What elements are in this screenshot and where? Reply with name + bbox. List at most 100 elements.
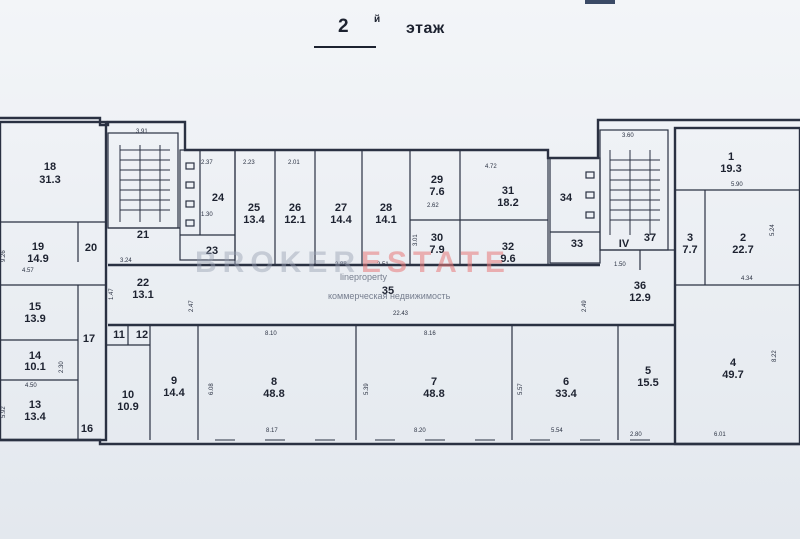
room-8-area: 48.8 [263, 388, 285, 400]
dimension-label: 5.57 [518, 383, 524, 395]
dimension-label: 5.54 [551, 428, 563, 434]
floor-underline [314, 46, 376, 48]
floor-number: 2 [338, 16, 349, 37]
right-stair-treads [609, 150, 660, 235]
room-29-area: 7.6 [429, 186, 445, 198]
dimension-label: 22.43 [393, 311, 409, 317]
dimension-label: 2.62 [427, 203, 439, 209]
dimension-label: 5.92 [1, 406, 7, 418]
room-24-number: 24 [211, 192, 225, 204]
room-15-number: 15 [28, 301, 42, 313]
room-27-number: 27 [334, 202, 348, 214]
dimension-label: 3.01 [413, 234, 419, 246]
room-16-number: 16 [80, 423, 94, 435]
dimension-label: 8.10 [265, 331, 277, 337]
room-30-area: 7.9 [429, 244, 445, 256]
dimension-label: 2.01 [288, 160, 300, 166]
dimension-label: 4.50 [25, 383, 37, 389]
dimension-label: 8.17 [266, 428, 278, 434]
room-5-number: 5 [644, 365, 652, 377]
wc-block-left [179, 149, 236, 261]
room-19-number: 19 [31, 241, 45, 253]
dimension-label: 8.20 [414, 428, 426, 434]
room-2-area: 22.7 [732, 244, 754, 256]
room-IV-number: IV [618, 238, 630, 250]
room-33-number: 33 [570, 238, 584, 250]
room-5-area: 15.5 [637, 377, 659, 389]
outer-wall [0, 116, 800, 160]
dimension-label: 5.90 [731, 182, 743, 188]
room-35-number: 35 [381, 285, 395, 297]
room-26-number: 26 [288, 202, 302, 214]
dimension-label: 6.08 [209, 383, 215, 395]
watermark-brand-a: BROKER [195, 246, 362, 279]
dimension-label: 8.16 [424, 331, 436, 337]
room-3-number: 3 [686, 232, 694, 244]
room-31-number: 31 [501, 185, 515, 197]
dimension-label: 4.57 [22, 268, 34, 274]
floor-suffix: й [374, 14, 381, 25]
right-block-outline [673, 126, 800, 446]
dimension-label: 5.39 [364, 383, 370, 395]
room-22-number: 22 [136, 277, 150, 289]
dimension-label: 3.24 [120, 258, 132, 264]
room-6-area: 33.4 [555, 388, 577, 400]
room-20-number: 20 [84, 242, 98, 254]
dimension-label: 1.30 [201, 212, 213, 218]
room-19-area: 14.9 [27, 253, 49, 265]
dimension-label: 2.51 [377, 262, 389, 268]
room-18-area: 31.3 [39, 174, 61, 186]
room-1-number: 1 [727, 151, 735, 163]
room-26-area: 12.1 [284, 214, 306, 226]
dimension-label: 2.47 [189, 300, 195, 312]
dimension-label: 2.37 [201, 160, 213, 166]
room-15-area: 13.9 [24, 313, 46, 325]
room-10-area: 10.9 [117, 401, 139, 413]
room-30-number: 30 [430, 232, 444, 244]
room-29-number: 29 [430, 174, 444, 186]
room-9-number: 9 [170, 375, 178, 387]
watermark-tagline: коммерческая недвижимость [328, 291, 451, 301]
dimension-label: 2.80 [630, 432, 642, 438]
dimension-label: 4.34 [741, 276, 753, 282]
room-36-area: 12.9 [629, 292, 651, 304]
floor-word: этаж [406, 20, 445, 37]
room-11-number: 11 [113, 329, 125, 341]
dimension-label: 6.01 [714, 432, 726, 438]
room-32-area: 9.6 [500, 253, 516, 265]
room-34-number: 34 [559, 192, 573, 204]
room-12-number: 12 [135, 329, 149, 341]
dimension-label: 8.22 [772, 350, 778, 362]
room-7-number: 7 [430, 376, 438, 388]
watermark-brand-b: ESTATE [361, 246, 511, 279]
dimension-label: 1.47 [109, 288, 115, 300]
room-7-area: 48.8 [423, 388, 445, 400]
room-13-number: 13 [28, 399, 42, 411]
room-4-number: 4 [729, 357, 737, 369]
room-32-number: 32 [501, 241, 515, 253]
dimension-label: 4.72 [485, 164, 497, 170]
room-23-number: 23 [205, 245, 219, 257]
room-18-number: 18 [43, 161, 57, 173]
room-22-area: 13.1 [132, 289, 154, 301]
room-13-area: 13.4 [24, 411, 46, 423]
room-25-number: 25 [247, 202, 261, 214]
room-2-number: 2 [739, 232, 747, 244]
watermark-brand: BROKERESTATE [195, 246, 511, 280]
dimension-label: 3.60 [622, 133, 634, 139]
room-14-number: 14 [28, 350, 42, 362]
dimension-label: 2.49 [582, 300, 588, 312]
room-31-area: 18.2 [497, 197, 519, 209]
dimension-label: 2.23 [243, 160, 255, 166]
left-block-outline [0, 120, 108, 442]
room-10-number: 10 [121, 389, 135, 401]
watermark-domain: lineproperty [340, 272, 388, 282]
room-27-area: 14.4 [330, 214, 352, 226]
room-4-area: 49.7 [722, 369, 744, 381]
room-37-number: 37 [643, 232, 657, 244]
room-28-area: 14.1 [375, 214, 397, 226]
room-14-area: 10.1 [24, 361, 46, 373]
dimension-label: 2.88 [335, 262, 347, 268]
room-9-area: 14.4 [163, 387, 185, 399]
